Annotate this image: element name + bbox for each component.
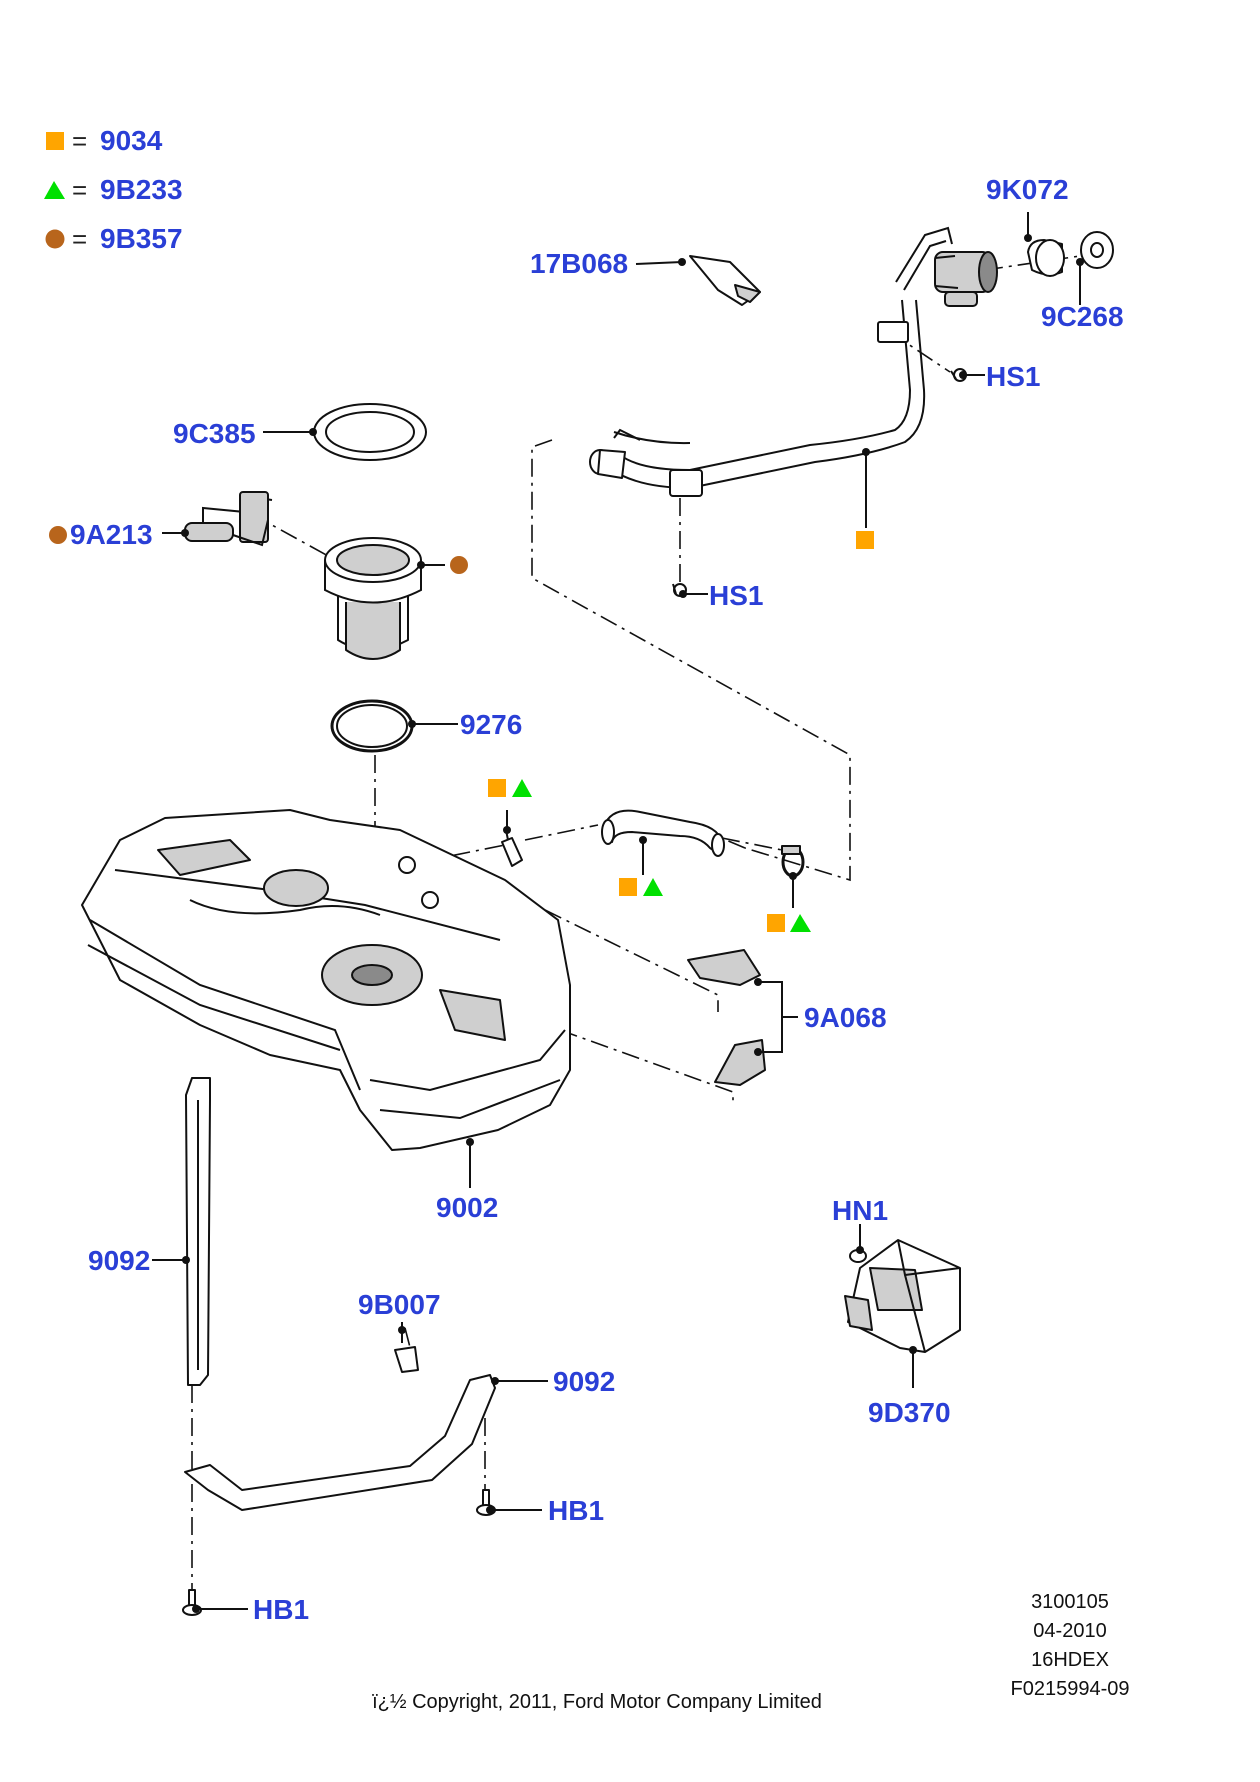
legend-equals: = [72, 126, 87, 156]
vent-hose-part [601, 809, 725, 857]
label-17b068: 17B068 [530, 248, 628, 279]
legend: = 9034 = 9B233 = 9B357 [44, 125, 183, 254]
square-symbol-icon [856, 531, 874, 549]
label-9092-left: 9092 [88, 1245, 150, 1276]
circle-symbol-icon [450, 556, 468, 574]
fuel-level-sender-part [184, 491, 273, 547]
legend-square-icon [46, 132, 64, 150]
legend-equals: = [72, 175, 87, 205]
fuel-pump-control-module-part [844, 1239, 961, 1353]
label-hs1-mid: HS1 [709, 580, 763, 611]
triangle-symbol-icon [512, 779, 532, 797]
lock-ring-part [313, 403, 427, 461]
figure-number: F0215994-09 [1011, 1678, 1130, 1700]
drawing-meta: 3100105 04-2010 16HDEX F0215994-09 ï¿½ C… [372, 1591, 1129, 1713]
filler-neck-part [895, 226, 998, 307]
hose-connector-part [501, 829, 523, 867]
filler-pipe-part [589, 299, 926, 497]
label-hb1-left: HB1 [253, 1594, 309, 1625]
reference-number: 3100105 [1031, 1591, 1109, 1613]
legend-code-9b357: 9B357 [100, 223, 183, 254]
clip-17b068-part [689, 255, 761, 306]
fuel-tank-part [81, 809, 571, 1151]
square-symbol-icon [619, 878, 637, 896]
leader-lines [152, 212, 1084, 1613]
label-hb1-right: HB1 [548, 1495, 604, 1526]
tank-strap-left-part [185, 1077, 211, 1386]
label-hn1: HN1 [832, 1195, 888, 1226]
legend-code-9b233: 9B233 [100, 174, 183, 205]
label-9a068: 9A068 [804, 1002, 887, 1033]
label-9a213: 9A213 [70, 519, 153, 550]
heat-shield-part [714, 1039, 766, 1086]
bracket-9b007-part [394, 1346, 419, 1373]
square-symbol-icon [767, 914, 785, 932]
label-hs1-top: HS1 [986, 361, 1040, 392]
part-labels: 9K072 9C268 17B068 HS1 9C385 9A213 HS1 9… [70, 174, 1124, 1625]
label-9c385: 9C385 [173, 418, 256, 449]
circle-symbol-icon [49, 526, 67, 544]
symbol-callouts [49, 526, 874, 932]
legend-triangle-icon [44, 181, 65, 199]
label-9002: 9002 [436, 1192, 498, 1223]
legend-code-9034: 9034 [100, 125, 163, 156]
drawing-date: 04-2010 [1033, 1620, 1106, 1642]
label-9k072: 9K072 [986, 174, 1069, 205]
label-9b007: 9B007 [358, 1289, 441, 1320]
label-9d370: 9D370 [868, 1397, 951, 1428]
fuel-pump-module-part [324, 537, 422, 660]
square-symbol-icon [488, 779, 506, 797]
triangle-symbol-icon [643, 878, 663, 896]
legend-circle-icon [45, 229, 65, 249]
label-9092-right: 9092 [553, 1366, 615, 1397]
copyright-notice: ï¿½ Copyright, 2011, Ford Motor Company … [372, 1691, 822, 1713]
tank-strap-right-part [184, 1374, 496, 1511]
cap-seal-part [1080, 231, 1114, 269]
drawing-code: 16HDEX [1031, 1649, 1109, 1671]
triangle-symbol-icon [790, 914, 811, 932]
filler-cap-part [1027, 239, 1065, 277]
label-9276: 9276 [460, 709, 522, 740]
o-ring-part [330, 699, 414, 753]
label-9c268: 9C268 [1041, 301, 1124, 332]
heat-shield-part [687, 949, 761, 986]
legend-equals: = [72, 224, 87, 254]
